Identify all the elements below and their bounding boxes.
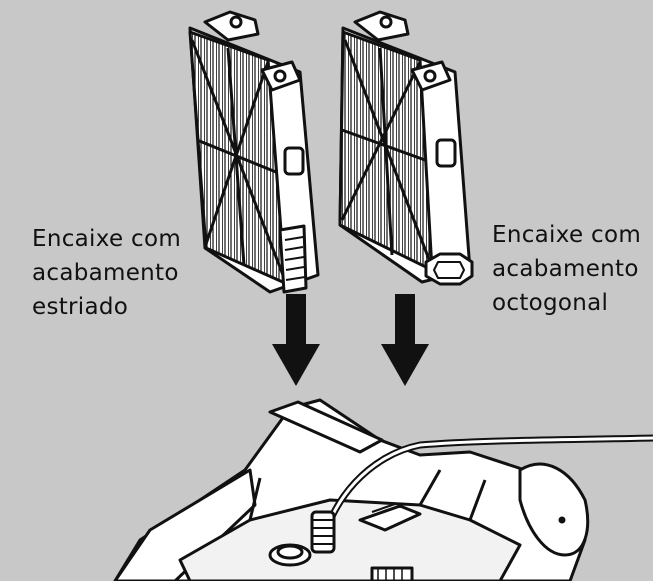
label-line: acabamento [492,256,639,282]
label-ribbed-clip: Encaixe com acabamento estriado [32,222,181,324]
filter-cartridge-left [188,10,320,294]
filter-cartridge-right [338,10,474,286]
label-line: acabamento [32,260,179,286]
label-octagonal-clip: Encaixe com acabamento octogonal [492,218,641,320]
pool-cleaner-robot [113,398,653,581]
label-line: octogonal [492,290,609,316]
label-line: estriado [32,294,129,320]
arrow-down-icon [381,294,429,386]
label-line: Encaixe com [492,222,642,248]
label-line: Encaixe com [32,226,182,252]
arrow-down-icon [272,294,320,386]
